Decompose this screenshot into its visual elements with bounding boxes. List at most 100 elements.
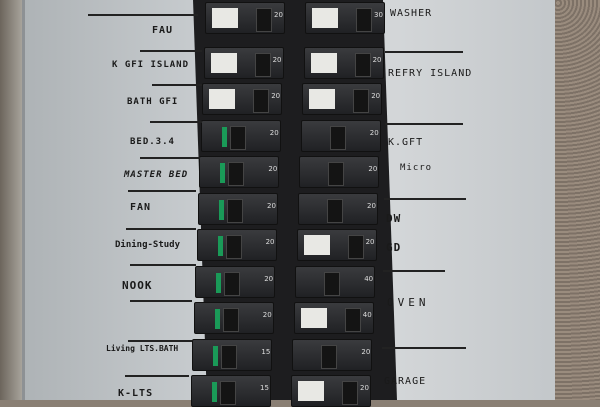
breaker-handle[interactable] bbox=[253, 89, 270, 113]
breaker-handle[interactable] bbox=[228, 162, 245, 186]
breaker-r-6[interactable]: 20 bbox=[298, 192, 378, 225]
breaker-rating: 20 bbox=[264, 274, 274, 283]
breaker-l-11[interactable]: 15 bbox=[191, 375, 271, 407]
label-fau: FAU bbox=[152, 25, 174, 36]
breaker-handle[interactable] bbox=[328, 162, 345, 186]
breaker-rating: 20 bbox=[267, 201, 276, 210]
gfci-test-label bbox=[310, 52, 337, 73]
label-k-gfi-island: K GFI ISLAND bbox=[112, 60, 190, 70]
label-bed-3-4: BED.3.4 bbox=[130, 137, 175, 147]
divider-line bbox=[126, 228, 196, 230]
breaker-r-4[interactable]: 20 bbox=[300, 119, 381, 152]
breaker-rating: 20 bbox=[369, 128, 379, 137]
breaker-rating: 20 bbox=[367, 201, 376, 210]
breaker-r-8[interactable]: 40 bbox=[295, 265, 376, 298]
label-gd: GD bbox=[386, 241, 402, 254]
gfci-test-label bbox=[300, 308, 327, 328]
breaker-r-3[interactable]: 20 bbox=[302, 83, 383, 115]
breaker-rating: 20 bbox=[265, 238, 275, 246]
breaker-rating: 20 bbox=[368, 165, 378, 173]
breaker-r-2[interactable]: 20 bbox=[303, 46, 384, 79]
afci-indicator bbox=[217, 236, 223, 256]
breaker-handle[interactable] bbox=[354, 52, 371, 77]
breaker-rating: 40 bbox=[362, 311, 372, 319]
label-master-bed: MASTER BED bbox=[124, 170, 189, 180]
label-refry-island: REFRY ISLAND bbox=[388, 68, 473, 79]
divider-line bbox=[140, 157, 200, 159]
breaker-l-5[interactable]: 20 bbox=[199, 156, 280, 188]
breaker-handle[interactable] bbox=[221, 344, 238, 369]
wall-left bbox=[0, 0, 22, 400]
breaker-r-11[interactable]: 20 bbox=[291, 375, 371, 407]
breaker-handle[interactable] bbox=[344, 308, 361, 332]
divider-line bbox=[128, 340, 192, 342]
breaker-l-2[interactable]: 20 bbox=[203, 46, 284, 79]
breaker-handle[interactable] bbox=[254, 52, 271, 77]
breaker-rating: 20 bbox=[272, 55, 282, 64]
label-k-gft: K.GFT bbox=[388, 137, 424, 148]
gfci-test-label bbox=[212, 8, 238, 28]
breaker-l-8[interactable]: 20 bbox=[195, 265, 276, 298]
breaker-l-9[interactable]: 20 bbox=[193, 302, 274, 334]
breaker-rating: 30 bbox=[374, 11, 383, 19]
breaker-l-4[interactable]: 20 bbox=[200, 119, 281, 152]
gfci-test-label bbox=[209, 89, 236, 109]
breaker-rating: 20 bbox=[271, 92, 281, 100]
afci-indicator bbox=[212, 382, 217, 402]
label-garage: GARAGE bbox=[384, 376, 427, 387]
breaker-handle[interactable] bbox=[229, 125, 246, 150]
afci-indicator bbox=[216, 272, 222, 293]
divider-line bbox=[384, 198, 466, 200]
label-bath-gfi: BATH GFI bbox=[127, 97, 179, 107]
breaker-handle[interactable] bbox=[321, 344, 338, 369]
gfci-test-label bbox=[303, 235, 330, 255]
stucco-wall bbox=[555, 0, 600, 400]
breaker-handle[interactable] bbox=[327, 198, 343, 223]
breaker-handle[interactable] bbox=[347, 235, 364, 259]
divider-line bbox=[130, 300, 192, 302]
breaker-r-9[interactable]: 40 bbox=[293, 302, 374, 334]
breaker-handle[interactable] bbox=[342, 381, 358, 405]
divider-line bbox=[385, 123, 463, 125]
breaker-l-6[interactable]: 20 bbox=[198, 192, 278, 225]
breaker-l-1[interactable]: 20 bbox=[205, 2, 285, 34]
breaker-rating: 15 bbox=[261, 347, 271, 356]
breaker-rating: 40 bbox=[364, 274, 374, 283]
breaker-rating: 15 bbox=[260, 384, 269, 392]
divider-line bbox=[128, 190, 196, 192]
breaker-l-7[interactable]: 20 bbox=[196, 229, 277, 261]
breaker-handle[interactable] bbox=[353, 89, 370, 113]
breaker-handle[interactable] bbox=[224, 271, 241, 296]
breaker-handle[interactable] bbox=[222, 308, 239, 332]
breaker-l-10[interactable]: 15 bbox=[192, 338, 273, 371]
breaker-handle[interactable] bbox=[225, 235, 242, 259]
breaker-r-10[interactable]: 20 bbox=[292, 338, 373, 371]
afci-indicator bbox=[219, 199, 224, 220]
label-dw: DW bbox=[386, 212, 402, 225]
breaker-rating: 20 bbox=[365, 238, 375, 246]
breaker-handle[interactable] bbox=[324, 271, 341, 296]
breaker-handle[interactable] bbox=[356, 8, 372, 32]
gfci-test-label bbox=[312, 8, 338, 28]
breaker-handle[interactable] bbox=[329, 125, 346, 150]
afci-indicator bbox=[221, 126, 227, 147]
breaker-r-5[interactable]: 20 bbox=[299, 156, 380, 188]
gfci-test-label bbox=[210, 52, 237, 73]
breaker-rating: 20 bbox=[262, 311, 272, 319]
breaker-handle[interactable] bbox=[220, 381, 236, 405]
breaker-handle[interactable] bbox=[256, 8, 272, 32]
label-fan: FAN bbox=[130, 202, 152, 213]
breaker-handle[interactable] bbox=[227, 198, 243, 223]
divider-line bbox=[152, 84, 202, 86]
divider-line bbox=[130, 264, 196, 266]
breaker-rating: 20 bbox=[269, 128, 279, 137]
breaker-r-1[interactable]: 30 bbox=[305, 2, 385, 34]
breaker-l-3[interactable]: 20 bbox=[202, 83, 283, 115]
gfci-test-label bbox=[309, 89, 336, 109]
divider-line bbox=[125, 375, 189, 377]
divider-line bbox=[150, 121, 202, 123]
breaker-rating: 20 bbox=[372, 55, 382, 64]
breaker-rating: 20 bbox=[361, 347, 371, 356]
label-nook: NOOK bbox=[122, 279, 153, 292]
breaker-r-7[interactable]: 20 bbox=[296, 229, 377, 261]
